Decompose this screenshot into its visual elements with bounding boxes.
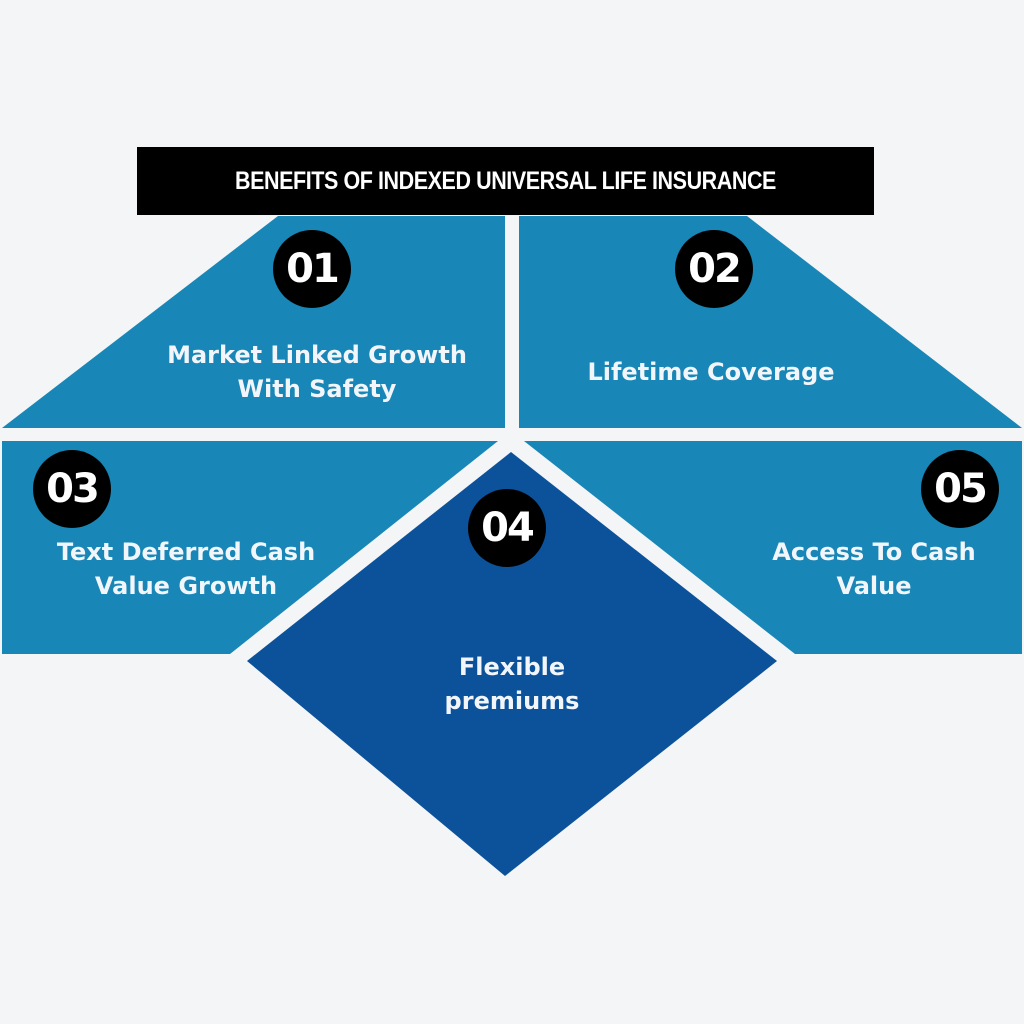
panel-01 — [2, 216, 505, 428]
benefit-01-line1: Market Linked Growth — [167, 341, 467, 369]
benefit-05-label: Access To Cash Value — [772, 535, 975, 603]
page-title: BENEFITS OF INDEXED UNIVERSAL LIFE INSUR… — [235, 166, 776, 195]
badge-03: 03 — [33, 450, 111, 528]
badge-04: 04 — [468, 489, 546, 567]
panel-02 — [519, 216, 1022, 428]
panel-05 — [524, 441, 1022, 654]
badge-05: 05 — [921, 450, 999, 528]
benefit-02-line1: Lifetime Coverage — [587, 358, 835, 386]
benefit-01-line2: With Safety — [237, 375, 397, 403]
benefit-03-line1: Text Deferred Cash — [56, 538, 316, 566]
badge-02: 02 — [675, 230, 753, 308]
benefit-04-line2: premiums — [444, 687, 580, 715]
benefit-05-line1: Access To Cash — [772, 538, 976, 566]
title-bar: BENEFITS OF INDEXED UNIVERSAL LIFE INSUR… — [137, 147, 874, 215]
benefit-05-line2: Value — [836, 572, 912, 600]
panel-04 — [247, 452, 777, 876]
benefit-02-label: Lifetime Coverage — [587, 355, 834, 389]
panel-03 — [2, 441, 498, 654]
benefit-01-label: Market Linked Growth With Safety — [167, 338, 467, 406]
badge-01: 01 — [273, 230, 351, 308]
benefit-04-line1: Flexible — [458, 653, 566, 681]
benefit-03-line2: Value Growth — [94, 572, 278, 600]
benefit-03-label: Text Deferred Cash Value Growth — [57, 535, 315, 603]
benefit-04-label: Flexible premiums — [445, 650, 580, 718]
